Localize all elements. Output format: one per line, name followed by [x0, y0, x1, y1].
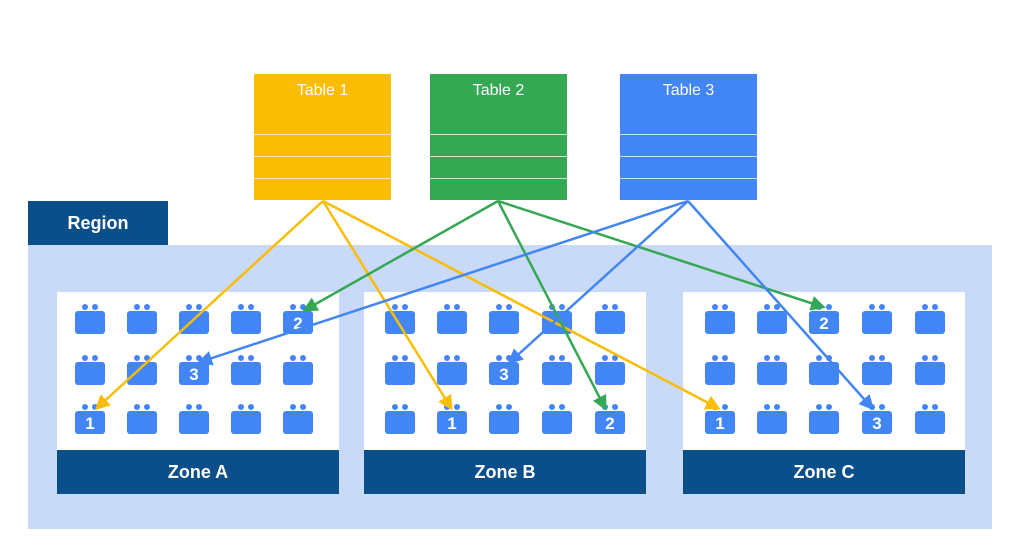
replica-number: 1: [447, 414, 456, 433]
table-row-divider: [430, 134, 567, 135]
server-icon: [283, 404, 313, 434]
server-icon: [75, 304, 105, 334]
server-icon: [809, 404, 839, 434]
zone-c-label: Zone C: [683, 450, 965, 494]
arrow-table-2-zone-a: [302, 199, 499, 312]
table-row-divider: [254, 134, 391, 135]
server-icon: [915, 404, 945, 434]
server-icon: [809, 355, 839, 385]
server-icon: [862, 355, 892, 385]
server-icon: [385, 355, 415, 385]
replica-number: 3: [872, 414, 881, 433]
replica-number: 2: [819, 314, 828, 333]
table-row-divider: [620, 134, 757, 135]
server-icon: [231, 355, 261, 385]
replica-number: 1: [85, 414, 94, 433]
server-icon: [542, 404, 572, 434]
replica-number: 1: [715, 414, 724, 433]
server-icon: [595, 355, 625, 385]
replica-number: 3: [189, 365, 198, 384]
server-icon: [757, 404, 787, 434]
table-1-title: Table 1: [296, 82, 349, 99]
server-icon: [489, 355, 519, 385]
replica-number: 2: [605, 414, 614, 433]
arrow-table-2-zone-c: [497, 199, 826, 311]
arrow-table-3-zone-c: [687, 200, 874, 411]
server-icon: [127, 355, 157, 385]
replica-number: 3: [499, 365, 508, 384]
server-icon: [127, 304, 157, 334]
server-icon: [283, 355, 313, 385]
table-row-divider: [620, 156, 757, 157]
server-icon: [489, 304, 519, 334]
table-3: Table 3: [620, 74, 757, 200]
server-icon: [75, 355, 105, 385]
arrow-table-1-zone-c: [322, 199, 721, 410]
server-icon: [437, 355, 467, 385]
table-2-title: Table 2: [472, 82, 525, 99]
server-icon: [127, 404, 157, 434]
arrow-table-3-zone-a: [197, 199, 689, 366]
region-label: Region: [28, 201, 168, 245]
zone-b-label: Zone B: [364, 450, 646, 494]
server-icon: [489, 404, 519, 434]
server-icon: [862, 304, 892, 334]
server-icon: [231, 304, 261, 334]
table-2: Table 2: [430, 74, 567, 200]
arrow-table-1-zone-a: [94, 200, 324, 411]
server-icon: [595, 304, 625, 334]
server-icon: [915, 355, 945, 385]
server-icon: [915, 304, 945, 334]
table-row-divider: [430, 178, 567, 179]
zone-a-label: Zone A: [57, 450, 339, 494]
server-icon: [179, 404, 209, 434]
replica-number: 2: [293, 314, 302, 333]
table-3-title: Table 3: [662, 82, 715, 99]
server-icon: [757, 304, 787, 334]
server-icon: [757, 355, 787, 385]
table-row-divider: [620, 178, 757, 179]
server-icon: [542, 355, 572, 385]
server-icon: [179, 304, 209, 334]
server-icon: [705, 304, 735, 334]
table-1: Table 1: [254, 74, 391, 200]
server-icon: [437, 304, 467, 334]
table-row-divider: [254, 156, 391, 157]
server-icon: [705, 355, 735, 385]
table-row-divider: [254, 178, 391, 179]
arrow-table-1-zone-b: [321, 200, 453, 411]
arrow-table-2-zone-b: [496, 200, 607, 411]
server-icon: [231, 404, 261, 434]
server-icon: [385, 404, 415, 434]
arrow-table-3-zone-b: [507, 200, 689, 365]
server-icon: [385, 304, 415, 334]
table-row-divider: [430, 156, 567, 157]
